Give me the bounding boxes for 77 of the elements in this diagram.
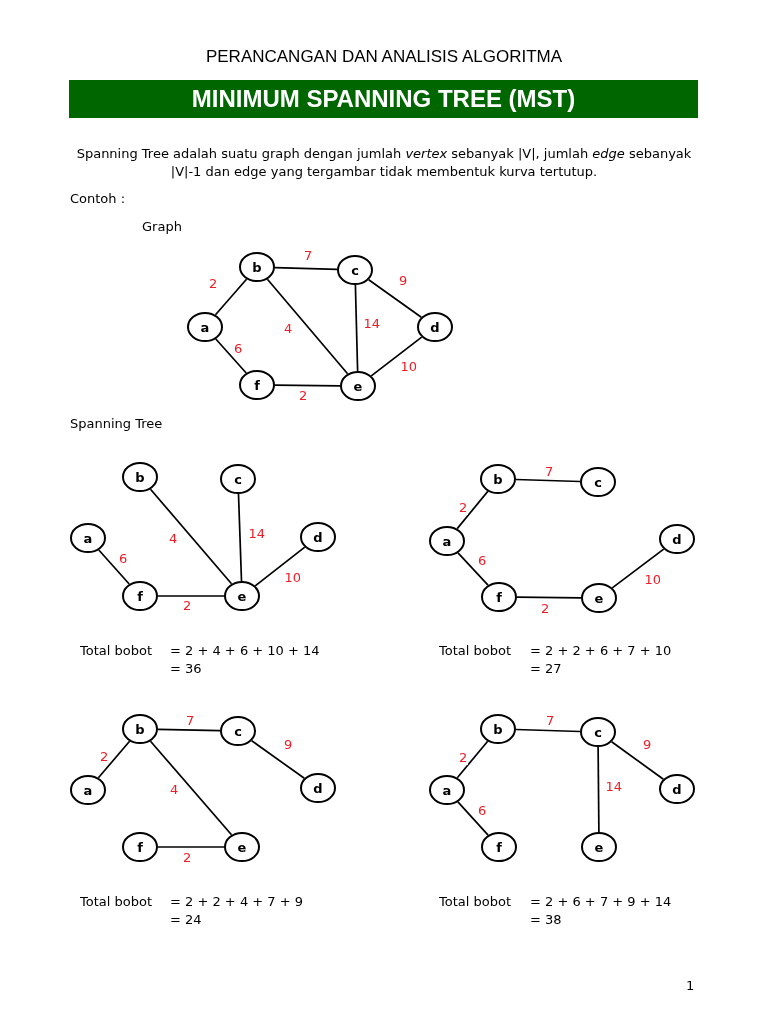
edge-line — [597, 746, 600, 833]
vertex-circle: e — [581, 832, 617, 862]
edge-line — [266, 278, 349, 375]
vertex-circle: b — [122, 714, 158, 744]
edge-line — [515, 478, 581, 483]
vertex-circle: e — [340, 371, 376, 401]
vertex-circle: d — [300, 522, 336, 552]
vertex-circle: d — [659, 774, 695, 804]
edge-line — [370, 336, 423, 377]
vertex-circle: f — [481, 582, 517, 612]
running-header: PERANCANGAN DAN ANALISIS ALGORITMA — [204, 47, 564, 67]
edge-line — [149, 740, 233, 836]
edge-line — [250, 739, 306, 780]
edge-line — [611, 548, 665, 589]
weight-sum: = 2 + 2 + 4 + 7 + 9 — [170, 893, 303, 910]
page-number: 1 — [686, 977, 695, 994]
weight-sum: = 2 + 4 + 6 + 10 + 14 — [170, 642, 320, 659]
vertex-circle: a — [429, 775, 465, 805]
edge-line — [456, 490, 489, 530]
graph-caption: Graph — [142, 218, 182, 235]
section-heading: Spanning Tree — [70, 415, 163, 432]
vertex-circle: f — [239, 370, 275, 400]
weight-total: = 38 — [530, 911, 562, 928]
edge-line — [274, 266, 338, 271]
vertex-circle: c — [580, 717, 616, 747]
vertex-circle: b — [239, 252, 275, 282]
vertex-circle: a — [187, 312, 223, 342]
weight-total: = 27 — [530, 660, 562, 677]
vertex-circle: f — [122, 581, 158, 611]
vertex-circle: a — [70, 775, 106, 805]
edge-line — [214, 338, 248, 374]
edge-line — [149, 488, 233, 585]
edge-line — [274, 384, 341, 387]
definition-paragraph: Spanning Tree adalah suatu graph dengan jumlah vertex sebanyak |V|, jumlah edge sebanyak |V|-1 dan edge yang tergambar tidak membentuk kurva tertutup. — [75, 145, 693, 181]
vertex-circle: d — [659, 524, 695, 554]
edge-line — [157, 846, 225, 848]
edge-line — [97, 549, 131, 585]
vertex-circle: e — [224, 581, 260, 611]
vertex-circle: f — [122, 832, 158, 862]
vertex-circle: c — [220, 464, 256, 494]
vertex-circle: f — [481, 832, 517, 862]
edge-line — [354, 284, 359, 372]
vertex-circle: d — [300, 773, 336, 803]
weight-total: = 24 — [170, 911, 202, 928]
edge-line — [157, 728, 221, 732]
total-weight-label: Total bobot — [439, 893, 511, 910]
weight-sum: = 2 + 2 + 6 + 7 + 10 — [530, 642, 672, 659]
vertex-circle: d — [417, 312, 453, 342]
edge-line — [515, 728, 581, 733]
edge-line — [254, 546, 306, 587]
edge-line — [367, 278, 423, 319]
vertex-circle: b — [480, 714, 516, 744]
example-heading: Contoh : — [70, 190, 126, 207]
vertex-circle: c — [337, 255, 373, 285]
vertex-circle: c — [580, 467, 616, 497]
vertex-circle: e — [581, 583, 617, 613]
vertex-circle: c — [220, 716, 256, 746]
vertex-circle: b — [122, 462, 158, 492]
edge-line — [457, 552, 489, 586]
title-banner: MINIMUM SPANNING TREE (MST) — [69, 80, 698, 118]
vertex-circle: e — [224, 832, 260, 862]
vertex-circle: a — [429, 526, 465, 556]
edge-line — [237, 493, 243, 582]
total-weight-label: Total bobot — [80, 642, 152, 659]
total-weight-label: Total bobot — [80, 893, 152, 910]
edge-line — [97, 740, 131, 779]
edge-line — [457, 801, 489, 836]
edge-line — [516, 596, 582, 599]
vertex-circle: a — [70, 523, 106, 553]
edge-line — [214, 278, 248, 316]
weight-sum: = 2 + 6 + 7 + 9 + 14 — [530, 893, 672, 910]
weight-total: = 36 — [170, 660, 202, 677]
edge-line — [456, 740, 489, 779]
vertex-circle: b — [480, 464, 516, 494]
edge-line — [610, 740, 665, 781]
total-weight-label: Total bobot — [439, 642, 511, 659]
edge-line — [157, 595, 225, 597]
